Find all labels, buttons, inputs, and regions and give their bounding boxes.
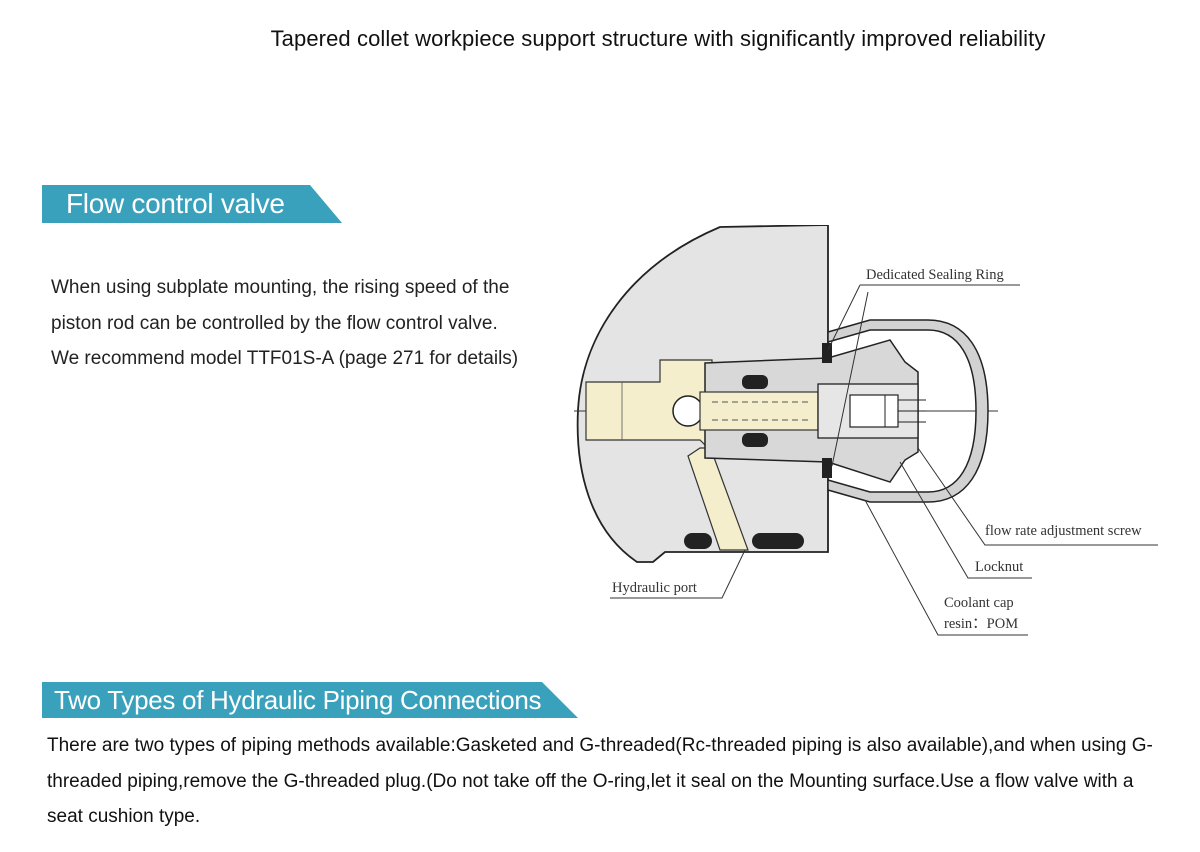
label-coolant-cap-material: resin：POM	[944, 616, 1018, 632]
piping-description: There are two types of piping methods av…	[47, 735, 1153, 827]
coolant-cap	[827, 319, 989, 503]
section-heading-text: Flow control valve	[66, 188, 285, 219]
check-ball	[672, 395, 704, 427]
flow-control-valve-diagram: Dedicated Sealing Ring flow rate adjustm…	[574, 225, 1158, 636]
section-heading-flow-control: Flow control valve	[42, 185, 342, 223]
label-coolant-cap: Coolant cap	[944, 595, 1014, 611]
page-title: Tapered collet workpiece support structu…	[270, 26, 1046, 51]
flow-control-description: When using subplate mounting, the rising…	[51, 270, 551, 377]
housing-o-ring-lower	[742, 433, 768, 447]
port-o-ring-left	[684, 533, 712, 549]
label-locknut: Locknut	[975, 559, 1023, 575]
valve-spool	[699, 391, 819, 431]
housing-o-ring-upper	[742, 375, 768, 389]
section-heading-text: Two Types of Hydraulic Piping Connection…	[54, 684, 542, 715]
sealing-ring-lower	[822, 458, 832, 478]
heading-banner-shape	[42, 682, 578, 718]
label-flow-adjustment-screw: flow rate adjustment screw	[985, 523, 1142, 539]
recommendation-paragraph: We recommend model TTF01S-A (page 271 fo…	[51, 348, 519, 369]
port-o-ring-right	[752, 533, 804, 549]
description-paragraph: When using subplate mounting, the rising…	[51, 277, 510, 334]
section-heading-piping: Two Types of Hydraulic Piping Connection…	[42, 682, 578, 718]
sealing-ring-upper	[822, 343, 832, 363]
label-sealing-ring: Dedicated Sealing Ring	[866, 267, 1004, 283]
label-hydraulic-port: Hydraulic port	[612, 580, 697, 596]
heading-banner-shape	[42, 185, 342, 223]
